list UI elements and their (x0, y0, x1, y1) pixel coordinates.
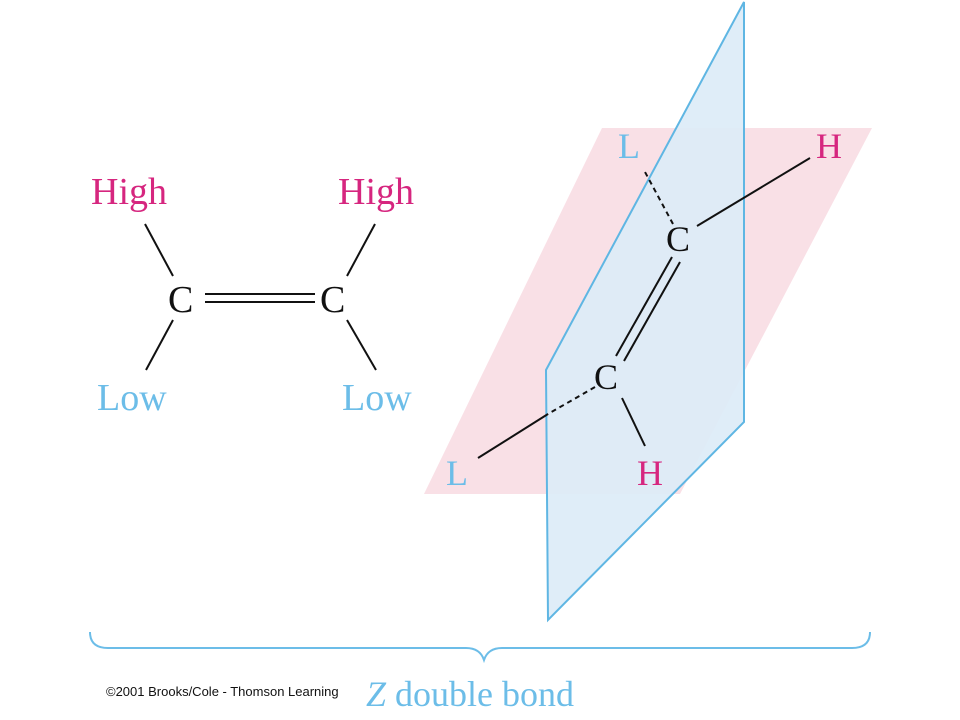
bond-bottom-c-l-solid (477, 413, 549, 459)
bond-high-left (144, 223, 174, 277)
right-top-carbon: C (666, 219, 690, 259)
caption-italic: Z (366, 674, 387, 714)
left-bonds (144, 223, 377, 371)
caption: Z double bond (366, 674, 574, 714)
right-high-label: High (338, 171, 414, 213)
bond-top-c-h (696, 157, 811, 227)
copyright-notice: ©2001 Brooks/Cole - Thomson Learning (106, 684, 339, 699)
right-top-high-label: H (816, 126, 842, 166)
bond-bottom-c-h (621, 397, 646, 447)
bottom-brace (89, 631, 871, 664)
left-high-label: High (91, 171, 167, 213)
right-carbon: C (320, 279, 345, 321)
right-bonds (477, 157, 811, 459)
right-bottom-low-label: L (446, 453, 468, 493)
right-bottom-carbon: C (594, 357, 618, 397)
right-bottom-high-label: H (637, 453, 663, 493)
bond-top-c-l (644, 171, 674, 225)
bond-bottom-c-l-dashed (547, 386, 596, 415)
double-bond-line-1 (615, 256, 673, 357)
right-low-label: Low (342, 377, 412, 419)
bond-low-left (145, 319, 174, 371)
blue-plane (544, 1, 745, 623)
left-carbon: C (168, 279, 193, 321)
right-top-low-label: L (618, 126, 640, 166)
double-bond-line-2 (623, 261, 681, 362)
left-low-label: Low (97, 377, 167, 419)
caption-rest: double bond (386, 674, 574, 714)
bond-low-right (346, 319, 377, 371)
bond-high-right (346, 223, 376, 277)
